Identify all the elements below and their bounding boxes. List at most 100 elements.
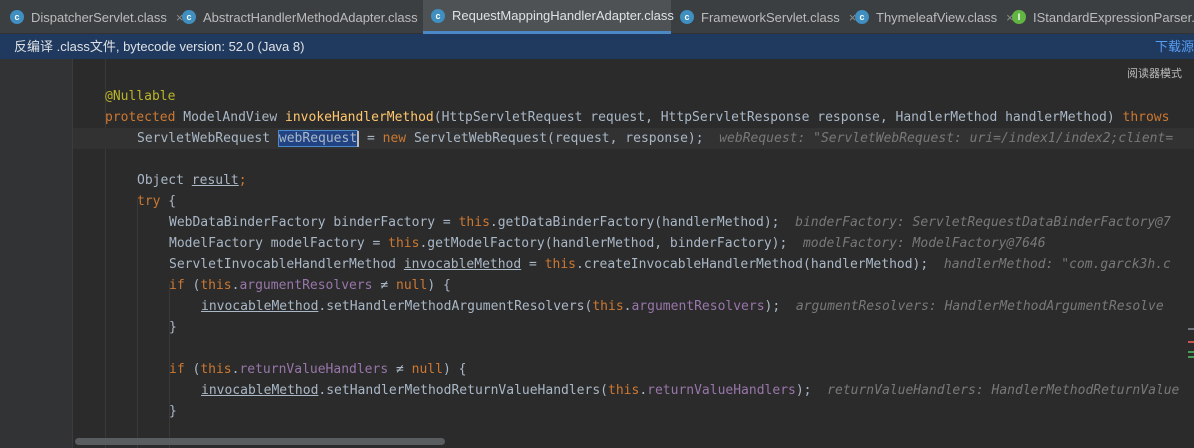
code-line-511: 511 @Nullable	[73, 86, 1194, 107]
field: argumentResolvers	[239, 278, 373, 293]
tab-frameworkservlet[interactable]: c FrameworkServlet.class ×	[680, 0, 856, 34]
code-line-522: 522 }	[73, 317, 1194, 338]
class-icon: c	[431, 8, 445, 23]
keyword: this	[200, 278, 232, 293]
close-icon[interactable]: ×	[175, 9, 184, 25]
debug-inline-value: modelFactory: ModelFactory@7646	[802, 236, 1046, 251]
scroll-marker	[1188, 351, 1194, 353]
code-line-518: 518 ModelFactory modelFactory = this.get…	[73, 233, 1194, 254]
paren: (	[184, 362, 201, 377]
return-type: ModelAndView	[175, 110, 286, 125]
class-icon: c	[10, 10, 24, 24]
code-text: @Nullable	[105, 86, 175, 107]
code-editor[interactable]: 阅读器模式 510 511 @Nullable 512 protected Mo…	[73, 59, 1194, 448]
code-text: }	[169, 317, 177, 338]
code-text: invocableMethod.setHandlerMethodReturnVa…	[201, 380, 1179, 401]
code-line-514: 514	[73, 149, 1194, 170]
keyword: throws	[1122, 110, 1170, 125]
indent-guide	[137, 199, 138, 448]
code-text: protected ModelAndView invokeHandlerMeth…	[105, 107, 1169, 128]
annotation: @Nullable	[105, 89, 176, 104]
paren: ) {	[427, 278, 451, 293]
horizontal-scrollbar[interactable]	[73, 433, 1194, 448]
paren: );	[795, 383, 812, 398]
expression: .getModelFactory(handlerMethod, binderFa…	[419, 236, 788, 251]
semicolon: ;	[238, 173, 247, 188]
variable: invocableMethod	[201, 299, 319, 314]
operator: ≠	[372, 278, 396, 293]
code-text: }	[169, 401, 177, 422]
debug-inline-value: returnValueHandlers: HandlerMethodReturn…	[827, 383, 1180, 398]
keyword: null	[396, 278, 428, 293]
operator: ≠	[388, 362, 412, 377]
code-text: ServletWebRequest webRequest = new Servl…	[137, 128, 1173, 149]
paren: );	[764, 299, 781, 314]
scroll-marker	[1188, 328, 1194, 330]
type: ServletWebRequest	[137, 131, 278, 146]
code-line-517: 517 WebDataBinderFactory binderFactory =…	[73, 212, 1194, 233]
keyword: if	[169, 278, 185, 293]
field: argumentResolvers	[631, 299, 765, 314]
keyword: this	[592, 299, 624, 314]
close-icon[interactable]: ×	[848, 9, 857, 25]
close-icon[interactable]: ×	[1006, 9, 1014, 25]
download-sources-link[interactable]: 下载源	[1154, 39, 1194, 54]
brace: }	[169, 320, 177, 335]
tab-label: AbstractHandlerMethodAdapter.class	[203, 9, 418, 25]
keyword: this	[200, 362, 232, 377]
tab-label: RequestMappingHandlerAdapter.class	[452, 8, 674, 23]
code-line-521: 521 invocableMethod.setHandlerMethodArgu…	[73, 296, 1194, 317]
code-text: WebDataBinderFactory binderFactory = thi…	[169, 212, 1171, 233]
declaration: ModelFactory modelFactory =	[169, 236, 389, 251]
operator: =	[359, 131, 383, 146]
code-line-519: 519 ServletInvocableHandlerMethod invoca…	[73, 254, 1194, 275]
declaration: WebDataBinderFactory binderFactory =	[169, 215, 459, 230]
expression: ServletWebRequest(request, response);	[406, 131, 704, 146]
dot: .	[231, 362, 240, 377]
keyword: if	[169, 362, 185, 377]
variable: result	[191, 173, 239, 188]
code-line-523: 523	[73, 338, 1194, 359]
tab-abstracthandlermethodadapter[interactable]: c AbstractHandlerMethodAdapter.class ×	[182, 0, 434, 34]
code-line-512: 512 protected ModelAndView invokeHandler…	[73, 107, 1194, 128]
banner-text: 反编译 .class文件, bytecode version: 52.0 (Ja…	[14, 39, 305, 54]
keyword: protected	[105, 110, 176, 125]
parameters: (HttpServletRequest request, HttpServlet…	[433, 110, 1123, 125]
text-caret	[357, 130, 360, 147]
debug-inline-value: handlerMethod: "com.garck3h.c	[943, 257, 1171, 272]
keyword: this	[388, 236, 420, 251]
tab-istandardexpressionparser[interactable]: I IStandardExpressionParser.clas	[1012, 0, 1194, 34]
method-name: invokeHandlerMethod	[285, 110, 434, 125]
dot: .	[639, 383, 648, 398]
tab-dispatcherservlet[interactable]: c DispatcherServlet.class ×	[10, 0, 183, 34]
class-icon: c	[855, 10, 869, 24]
indent-guide	[169, 284, 170, 448]
scroll-marker	[1188, 356, 1194, 358]
paren: (	[184, 278, 201, 293]
expression: .createInvocableHandlerMethod(handlerMet…	[576, 257, 929, 272]
code-line-526: 526 }	[73, 401, 1194, 422]
tab-requestmappinghandleradapter[interactable]: c RequestMappingHandlerAdapter.class ×	[423, 0, 690, 34]
brace: }	[169, 404, 177, 419]
code-line-516: 516 try {	[73, 191, 1194, 212]
scrollbar-thumb[interactable]	[75, 438, 445, 445]
line-gutter[interactable]	[0, 59, 73, 448]
keyword: new	[382, 131, 407, 146]
debug-inline-value: webRequest: "ServletWebRequest: uri=/ind…	[719, 131, 1174, 146]
field: returnValueHandlers	[647, 383, 796, 398]
brace: {	[160, 194, 177, 209]
selected-variable[interactable]: webRequest	[277, 130, 359, 147]
expression: .getDataBinderFactory(handlerMethod);	[489, 215, 780, 230]
dot: .	[231, 278, 240, 293]
operator: =	[521, 257, 545, 272]
type: Object	[137, 173, 192, 188]
code-line-510: 510	[73, 65, 1194, 86]
editor-tab-bar: c DispatcherServlet.class × c AbstractHa…	[0, 0, 1194, 34]
reader-mode-button[interactable]: 阅读器模式	[1127, 68, 1182, 80]
keyword: this	[544, 257, 577, 272]
code-text: if (this.argumentResolvers ≠ null) {	[169, 275, 451, 296]
tab-label: DispatcherServlet.class	[31, 9, 167, 25]
tab-label: IStandardExpressionParser.clas	[1033, 9, 1194, 25]
tab-thymeleafview[interactable]: c ThymeleafView.class ×	[855, 0, 1014, 34]
code-text: try {	[137, 191, 176, 212]
